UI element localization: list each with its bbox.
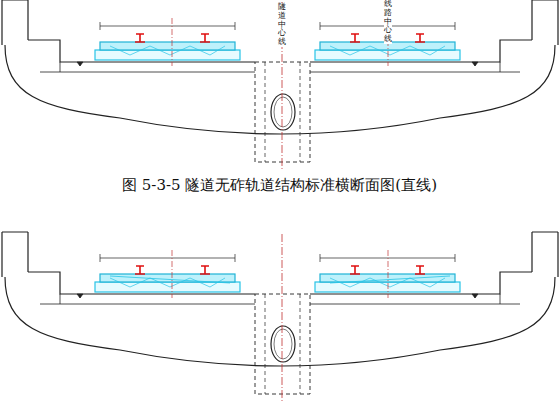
tunnel-centerline-label: 隧道中心线 xyxy=(278,3,286,47)
track-centerline-label: 线路中心线 xyxy=(384,0,392,44)
figure-caption: 图 5-3-5 隧道无砟轨道结构标准横断面图(直线) xyxy=(122,176,437,195)
